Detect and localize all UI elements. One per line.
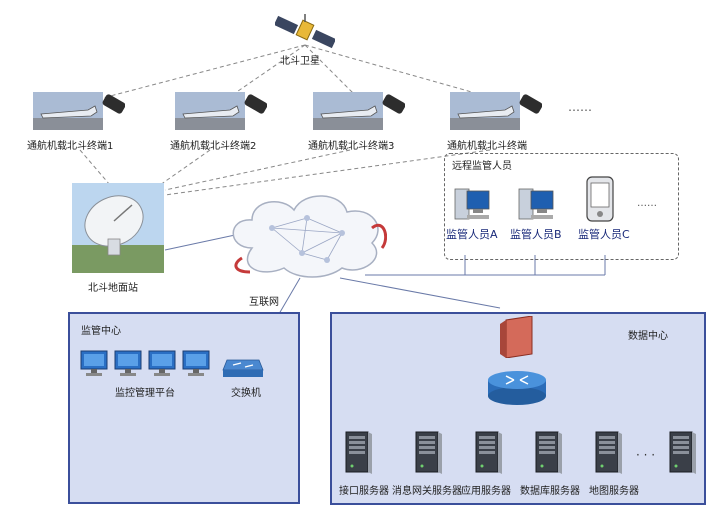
server-label: 地图服务器 <box>589 486 639 497</box>
supervisors-ellipsis: …… <box>637 198 657 209</box>
server-tower-icon <box>534 430 564 478</box>
aircraft-terminal-icon <box>175 92 268 134</box>
sat-link-2 <box>224 44 306 101</box>
server-tower-icon <box>668 430 698 478</box>
cloud-network-icon <box>222 188 388 280</box>
server-label: 应用服务器 <box>461 486 511 497</box>
server-ellipsis: · · · <box>636 448 656 462</box>
supervisor-c-label: 监管人员C <box>578 228 630 241</box>
router-icon <box>488 370 546 406</box>
sat-link-3 <box>304 44 361 101</box>
server-label: 消息网关服务器 <box>392 486 462 497</box>
server-label: 数据库服务器 <box>520 486 580 497</box>
terminal-label: 通航机载北斗终端3 <box>308 141 395 152</box>
mobile-device-icon <box>585 176 615 222</box>
monitor-center-panel <box>68 312 300 504</box>
terminal-label: 通航机载北斗终端2 <box>170 141 257 152</box>
satellite-icon <box>273 12 337 54</box>
server-group <box>340 430 700 480</box>
monitor-icon <box>182 350 210 382</box>
server-tower-icon <box>344 430 374 478</box>
terminal-ellipsis: …… <box>568 100 592 114</box>
server-tower-icon <box>414 430 444 478</box>
monitor-group <box>80 350 220 380</box>
term-gs-link-3 <box>164 149 351 191</box>
supervisor-b-label: 监管人员B <box>510 228 562 241</box>
aircraft-terminal-icon <box>33 92 126 134</box>
firewall-icon <box>498 315 536 359</box>
terminal-label: 通航机载北斗终端1 <box>27 141 114 152</box>
satellite-dish-icon <box>72 183 164 273</box>
sat-link-4 <box>304 44 501 101</box>
monitor-center-title: 监管中心 <box>81 326 121 337</box>
cloud-datacenter-link <box>339 277 501 309</box>
aircraft-terminal-icon <box>313 92 406 134</box>
terminal-label: 通航机载北斗终端 <box>447 141 527 152</box>
aircraft-terminal-icon <box>450 92 543 134</box>
remote-supervisors-title: 远程监管人员 <box>452 161 512 172</box>
server-tower-icon <box>474 430 504 478</box>
internet-label: 互联网 <box>249 297 279 308</box>
gs-cloud-link <box>164 234 236 251</box>
switch-label: 交换机 <box>231 388 261 399</box>
satellite-label: 北斗卫星 <box>280 56 320 67</box>
term-gs-link-4 <box>164 149 491 196</box>
desktop-computer-icon <box>517 185 557 223</box>
server-tower-icon <box>594 430 624 478</box>
monitor-icon <box>148 350 176 382</box>
supervisor-a-label: 监管人员A <box>446 228 498 241</box>
remote-supervisors-group <box>444 153 679 260</box>
monitor-icon <box>114 350 142 382</box>
data-center-title: 数据中心 <box>628 331 668 342</box>
server-label: 接口服务器 <box>339 486 389 497</box>
sat-link-1 <box>94 44 306 101</box>
term-gs-link-2 <box>159 149 211 186</box>
term-gs-link-1 <box>79 149 111 186</box>
platform-label: 监控管理平台 <box>115 388 175 399</box>
desktop-computer-icon <box>453 185 493 223</box>
ground-station-label: 北斗地面站 <box>88 283 138 294</box>
switch-icon <box>221 352 265 380</box>
monitor-icon <box>80 350 108 382</box>
